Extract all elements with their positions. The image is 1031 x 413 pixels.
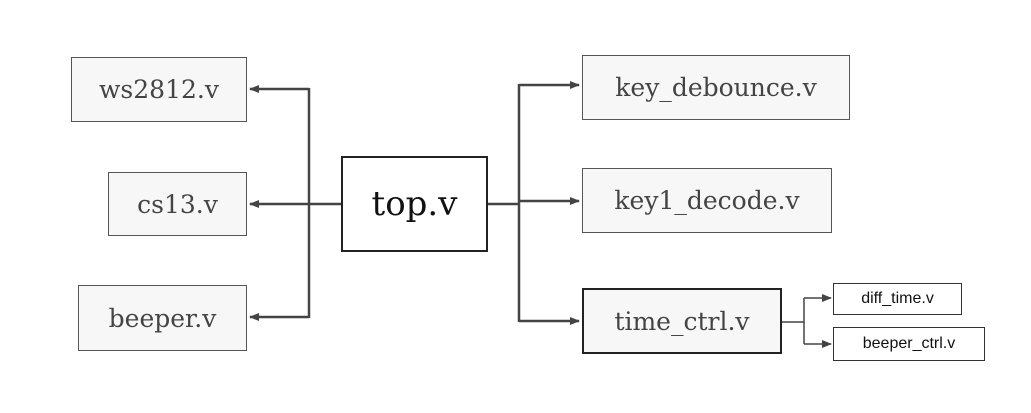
node-cs13-label: cs13.v: [137, 189, 218, 219]
node-beeper-ctrl: beeper_ctrl.v: [833, 327, 985, 361]
node-top: top.v: [341, 156, 488, 252]
node-diff-time: diff_time.v: [833, 283, 962, 315]
node-beeper: beeper.v: [78, 285, 247, 351]
node-time-ctrl-label: time_ctrl.v: [614, 306, 750, 336]
node-time-ctrl: time_ctrl.v: [582, 288, 782, 354]
node-key1-decode: key1_decode.v: [582, 168, 832, 233]
node-top-label: top.v: [371, 184, 458, 224]
node-key-debounce-label: key_debounce.v: [615, 73, 817, 102]
node-cs13: cs13.v: [108, 172, 247, 236]
node-key1-decode-label: key1_decode.v: [614, 186, 800, 215]
node-beeper-ctrl-label: beeper_ctrl.v: [862, 335, 956, 352]
node-key-debounce: key_debounce.v: [582, 55, 850, 120]
node-diff-time-label: diff_time.v: [861, 290, 934, 307]
node-beeper-label: beeper.v: [108, 303, 217, 333]
node-ws2812: ws2812.v: [71, 57, 247, 122]
node-ws2812-label: ws2812.v: [99, 75, 219, 104]
